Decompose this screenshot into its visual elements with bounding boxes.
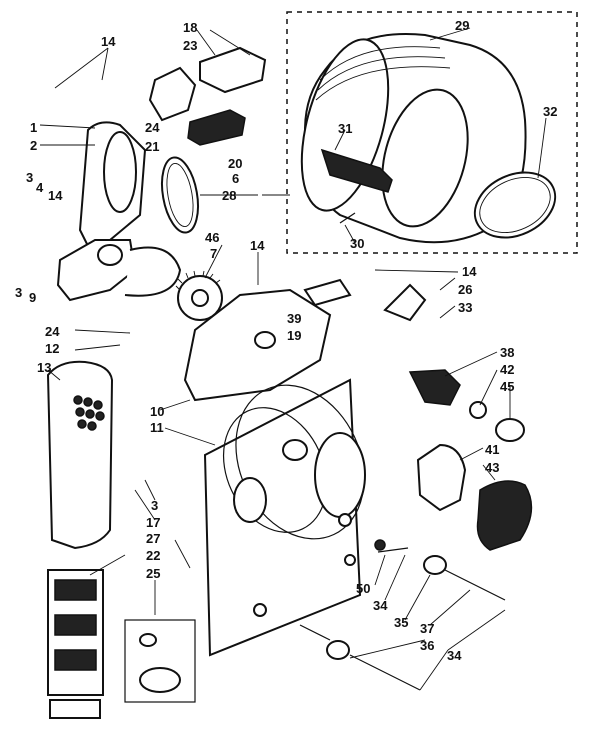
callout-38: 38	[500, 345, 514, 360]
drum-roller-lower	[326, 640, 350, 660]
callout-50: 50	[356, 581, 370, 596]
callout-31: 31	[338, 121, 352, 136]
lint-screen	[476, 480, 533, 551]
heating-element	[47, 569, 104, 719]
callout-3: 3	[151, 498, 158, 513]
callout-29: 29	[455, 18, 469, 33]
callout-26: 26	[458, 282, 472, 297]
callout-34: 34	[373, 598, 388, 613]
callout-43: 43	[485, 460, 499, 475]
callout-32: 32	[543, 104, 557, 119]
motor-bracket	[187, 109, 246, 146]
callout-14: 14	[462, 264, 477, 279]
callout-9: 9	[29, 290, 36, 305]
blower-wheel	[175, 270, 223, 321]
drum-inset-frame	[286, 11, 578, 254]
callout-7: 7	[210, 246, 217, 261]
drum-rear-seal-ring	[473, 171, 557, 239]
drum-baffle	[320, 148, 393, 193]
callout-35: 35	[394, 615, 408, 630]
duct-clip	[469, 401, 487, 419]
callout-24: 24	[145, 120, 160, 135]
thermostat-kit-box	[124, 619, 196, 703]
callout-24: 24	[45, 324, 60, 339]
blower-seal	[161, 156, 199, 234]
callout-labels: 14 18 23 29 32 31 30 1 2 24 21 20 6 28 3…	[15, 18, 557, 663]
callout-3: 3	[15, 285, 22, 300]
rear-bulkhead-panel	[203, 378, 366, 657]
callout-14: 14	[101, 34, 116, 49]
callout-6: 6	[232, 171, 239, 186]
callout-37: 37	[420, 621, 434, 636]
callout-34: 34	[447, 648, 462, 663]
callout-45: 45	[500, 379, 514, 394]
corner-bracket	[383, 283, 427, 322]
blower-housing-bottom	[56, 239, 137, 302]
callout-12: 12	[45, 341, 59, 356]
callout-46: 46	[205, 230, 219, 245]
exhaust-duct	[408, 369, 461, 406]
callout-4: 4	[36, 180, 44, 195]
callout-13: 13	[37, 360, 51, 375]
callout-22: 22	[146, 548, 160, 563]
callout-42: 42	[500, 362, 514, 377]
top-bracket	[199, 46, 267, 94]
callout-14: 14	[250, 238, 265, 253]
callout-18: 18	[183, 20, 197, 35]
callout-20: 20	[228, 156, 242, 171]
lint-filter-housing	[416, 443, 467, 512]
thermal-cutoff-cover	[148, 66, 197, 122]
belt-clip-ring	[124, 246, 182, 297]
callout-39: 39	[287, 311, 301, 326]
callout-28: 28	[222, 188, 236, 203]
mounting-plate	[303, 278, 352, 307]
callout-10: 10	[150, 404, 164, 419]
duct-seal	[495, 418, 525, 442]
drum-roller-upper	[423, 555, 447, 575]
callout-27: 27	[146, 531, 160, 546]
washer-50	[374, 539, 386, 551]
callout-19: 19	[287, 328, 301, 343]
callout-1: 1	[30, 120, 37, 135]
callout-41: 41	[485, 442, 499, 457]
callout-21: 21	[145, 139, 159, 154]
heater-housing	[46, 360, 114, 550]
callout-2: 2	[30, 138, 37, 153]
callout-25: 25	[146, 566, 160, 581]
callout-36: 36	[420, 638, 434, 653]
callout-33: 33	[458, 300, 472, 315]
callout-3: 3	[26, 170, 33, 185]
callout-30: 30	[350, 236, 364, 251]
callout-14: 14	[48, 188, 63, 203]
callout-23: 23	[183, 38, 197, 53]
callout-17: 17	[146, 515, 160, 530]
callout-11: 11	[150, 420, 164, 435]
